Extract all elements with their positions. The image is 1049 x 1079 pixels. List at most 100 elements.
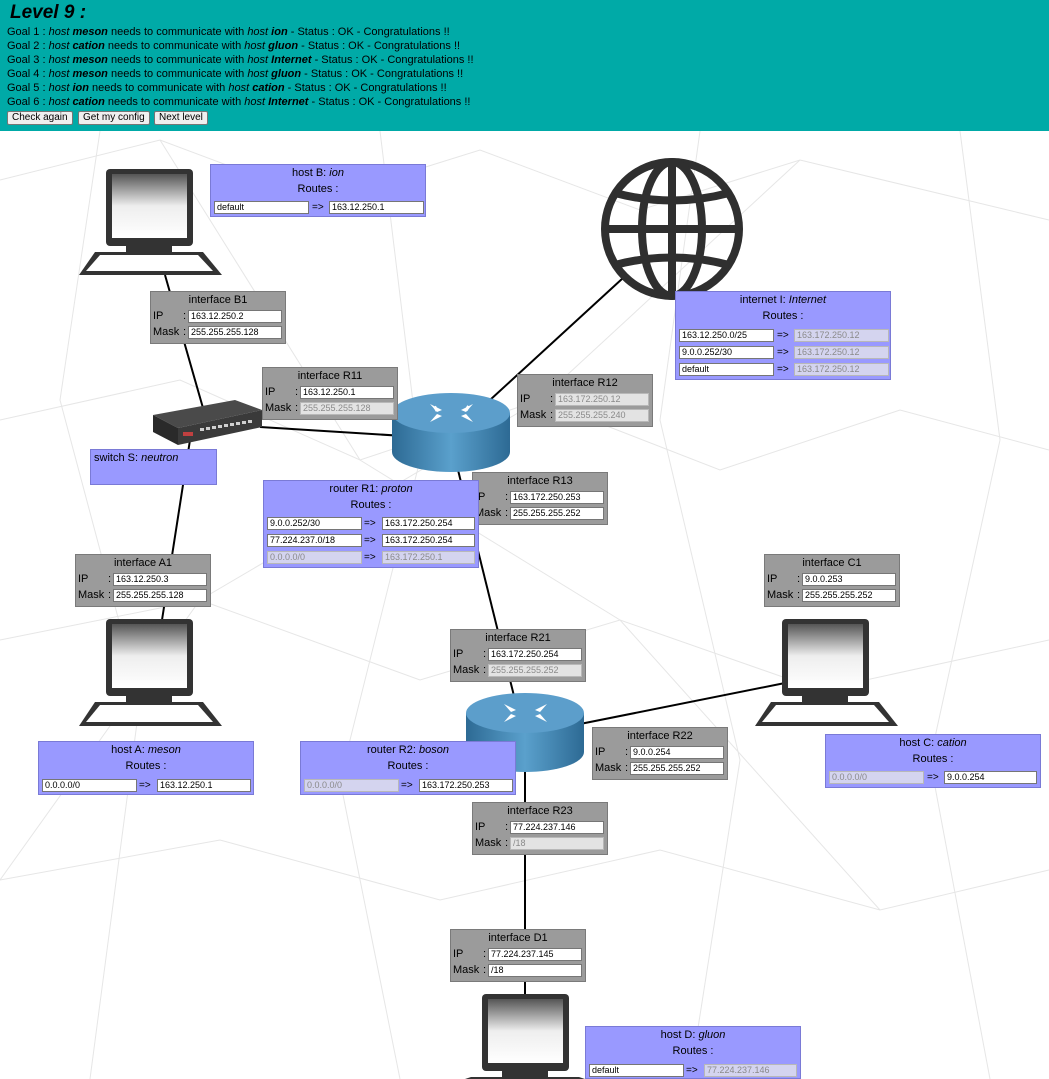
host-b-route-dest[interactable]: default bbox=[214, 201, 309, 214]
network-links bbox=[0, 131, 1049, 1079]
router-r1-route-gw[interactable]: 163.172.250.254 bbox=[382, 517, 475, 530]
host-b-panel: host B: ion Routes : default => 163.12.2… bbox=[210, 164, 426, 217]
link-R1-internet bbox=[489, 277, 624, 401]
host-b-route-gw[interactable]: 163.12.250.1 bbox=[329, 201, 424, 214]
switch-icon[interactable] bbox=[153, 400, 262, 445]
interface-b1-panel: interface B1 IP:163.12.250.2 Mask:255.25… bbox=[150, 291, 286, 344]
interface-d1-panel: interface D1 IP:77.224.237.145 Mask:/18 bbox=[450, 929, 586, 982]
interface-c1-title: interface C1 bbox=[802, 557, 862, 569]
host-d-computer-icon[interactable] bbox=[465, 994, 585, 1079]
router-r1-route-dest[interactable]: 77.224.237.0/18 bbox=[267, 534, 362, 547]
interface-r23-mask-field: /18 bbox=[510, 837, 604, 850]
interface-b1-ip-field[interactable]: 163.12.250.2 bbox=[188, 310, 282, 323]
host-c-computer-icon[interactable] bbox=[755, 619, 898, 726]
interface-a1-title: interface A1 bbox=[113, 557, 173, 569]
router-r1-title: router R1: proton bbox=[329, 483, 413, 495]
interface-r21-title: interface R21 bbox=[485, 632, 551, 644]
interface-r22-ip-field[interactable]: 9.0.0.254 bbox=[630, 746, 724, 759]
router-r1-route-dest[interactable]: 9.0.0.252/30 bbox=[267, 517, 362, 530]
interface-b1-mask-field[interactable]: 255.255.255.128 bbox=[188, 326, 282, 339]
router-r2-route-dest: 0.0.0.0/0 bbox=[304, 779, 399, 792]
interface-c1-ip-field[interactable]: 9.0.0.253 bbox=[802, 573, 896, 586]
host-a-route-gw[interactable]: 163.12.250.1 bbox=[157, 779, 251, 792]
host-c-panel: host C: cation Routes : 0.0.0.0/0 => 9.0… bbox=[825, 734, 1041, 788]
interface-d1-ip-field[interactable]: 77.224.237.145 bbox=[488, 948, 582, 961]
goal-line: Goal 3 : host meson needs to communicate… bbox=[7, 54, 474, 66]
ip-label: IP bbox=[153, 310, 164, 322]
goal-line: Goal 4 : host meson needs to communicate… bbox=[7, 68, 464, 80]
host-d-title: host D: gluon bbox=[660, 1029, 726, 1041]
interface-d1-mask-field[interactable]: /18 bbox=[488, 964, 582, 977]
level-title: Level 9 : bbox=[10, 2, 87, 23]
link-R2-hostC bbox=[574, 682, 786, 726]
interface-r11-ip-field[interactable]: 163.12.250.1 bbox=[300, 386, 394, 399]
host-d-panel: host D: gluon Routes : default => 77.224… bbox=[585, 1026, 801, 1079]
interface-r13-mask-field[interactable]: 255.255.255.252 bbox=[510, 507, 604, 520]
router-r1-route-gw: 163.172.250.1 bbox=[382, 551, 475, 564]
get-config-button[interactable]: Get my config bbox=[78, 111, 150, 125]
host-a-title: host A: meson bbox=[111, 744, 181, 756]
goal-line: Goal 2 : host cation needs to communicat… bbox=[7, 40, 461, 52]
host-d-route-dest[interactable]: default bbox=[589, 1064, 684, 1077]
interface-c1-mask-field[interactable]: 255.255.255.252 bbox=[802, 589, 896, 602]
internet-globe-icon[interactable] bbox=[601, 158, 743, 300]
router-r1-route-dest: 0.0.0.0/0 bbox=[267, 551, 362, 564]
host-a-route-dest[interactable]: 0.0.0.0/0 bbox=[42, 779, 137, 792]
header-banner: Level 9 : Goal 1 : host meson needs to c… bbox=[0, 0, 1049, 131]
internet-route-dest[interactable]: 9.0.0.252/30 bbox=[679, 346, 774, 359]
network-diagram: interface B1 IP:163.12.250.2 Mask:255.25… bbox=[0, 131, 1049, 1079]
interface-r23-ip-field[interactable]: 77.224.237.146 bbox=[510, 821, 604, 834]
interface-a1-ip-field[interactable]: 163.12.250.3 bbox=[113, 573, 207, 586]
interface-a1-mask-field[interactable]: 255.255.255.128 bbox=[113, 589, 207, 602]
host-c-route-dest: 0.0.0.0/0 bbox=[829, 771, 924, 784]
router-r1-route-gw[interactable]: 163.172.250.254 bbox=[382, 534, 475, 547]
goal-line: Goal 6 : host cation needs to communicat… bbox=[7, 96, 471, 108]
interface-r22-mask-field[interactable]: 255.255.255.252 bbox=[630, 762, 724, 775]
switch-panel: switch S: neutron bbox=[90, 449, 217, 485]
interface-r11-title: interface R11 bbox=[297, 370, 363, 382]
interface-r21-panel: interface R21 IP:163.172.250.254 Mask:25… bbox=[450, 629, 586, 682]
internet-route-gw: 163.172.250.12 bbox=[794, 346, 889, 359]
router-r2-title: router R2: boson bbox=[367, 744, 449, 756]
interface-r11-panel: interface R11 IP:163.12.250.1 Mask:255.2… bbox=[262, 367, 398, 420]
internet-route-gw: 163.172.250.12 bbox=[794, 329, 889, 342]
goal-line: Goal 5 : host ion needs to communicate w… bbox=[7, 82, 447, 94]
interface-r21-ip-field[interactable]: 163.172.250.254 bbox=[488, 648, 582, 661]
internet-panel: internet I: Internet Routes : 163.12.250… bbox=[675, 291, 891, 380]
internet-route-dest[interactable]: default bbox=[679, 363, 774, 376]
host-a-panel: host A: meson Routes : 0.0.0.0/0 => 163.… bbox=[38, 741, 254, 795]
router-r1-icon[interactable] bbox=[392, 393, 510, 472]
interface-r12-ip-field: 163.172.250.12 bbox=[555, 393, 649, 406]
interface-a1-panel: interface A1 IP:163.12.250.3 Mask:255.25… bbox=[75, 554, 211, 607]
interface-r22-title: interface R22 bbox=[627, 730, 693, 742]
host-a-computer-icon[interactable] bbox=[79, 619, 222, 726]
interface-r22-panel: interface R22 IP:9.0.0.254 Mask:255.255.… bbox=[592, 727, 728, 780]
interface-d1-title: interface D1 bbox=[488, 932, 548, 944]
switch-title: switch S: neutron bbox=[94, 452, 179, 464]
interface-b1-title: interface B1 bbox=[188, 294, 248, 306]
interface-r13-panel: interface R13 IP:163.172.250.253 Mask:25… bbox=[472, 472, 608, 525]
next-level-button[interactable]: Next level bbox=[154, 111, 208, 125]
internet-route-dest[interactable]: 163.12.250.0/25 bbox=[679, 329, 774, 342]
mask-label: Mask bbox=[153, 326, 180, 338]
host-d-route-gw: 77.224.237.146 bbox=[704, 1064, 797, 1077]
interface-r13-ip-field[interactable]: 163.172.250.253 bbox=[510, 491, 604, 504]
internet-route-gw: 163.172.250.12 bbox=[794, 363, 889, 376]
interface-r12-mask-field: 255.255.255.240 bbox=[555, 409, 649, 422]
router-r2-route-gw[interactable]: 163.172.250.253 bbox=[419, 779, 513, 792]
internet-title: internet I: Internet bbox=[739, 294, 827, 306]
interface-r21-mask-field: 255.255.255.252 bbox=[488, 664, 582, 677]
interface-r23-title: interface R23 bbox=[507, 805, 573, 817]
host-b-title: host B: ion bbox=[292, 167, 344, 179]
host-c-title: host C: cation bbox=[899, 737, 967, 749]
host-c-route-gw[interactable]: 9.0.0.254 bbox=[944, 771, 1037, 784]
interface-r11-mask-field: 255.255.255.128 bbox=[300, 402, 394, 415]
host-b-computer-icon[interactable] bbox=[79, 169, 222, 275]
interface-r12-title: interface R12 bbox=[552, 377, 618, 389]
interface-r13-title: interface R13 bbox=[507, 475, 573, 487]
interface-r23-panel: interface R23 IP:77.224.237.146 Mask:/18 bbox=[472, 802, 608, 855]
check-again-button[interactable]: Check again bbox=[7, 111, 73, 125]
router-r2-panel: router R2: boson Routes : 0.0.0.0/0 => 1… bbox=[300, 741, 516, 795]
interface-c1-panel: interface C1 IP:9.0.0.253 Mask:255.255.2… bbox=[764, 554, 900, 607]
goal-line: Goal 1 : host meson needs to communicate… bbox=[7, 26, 450, 38]
